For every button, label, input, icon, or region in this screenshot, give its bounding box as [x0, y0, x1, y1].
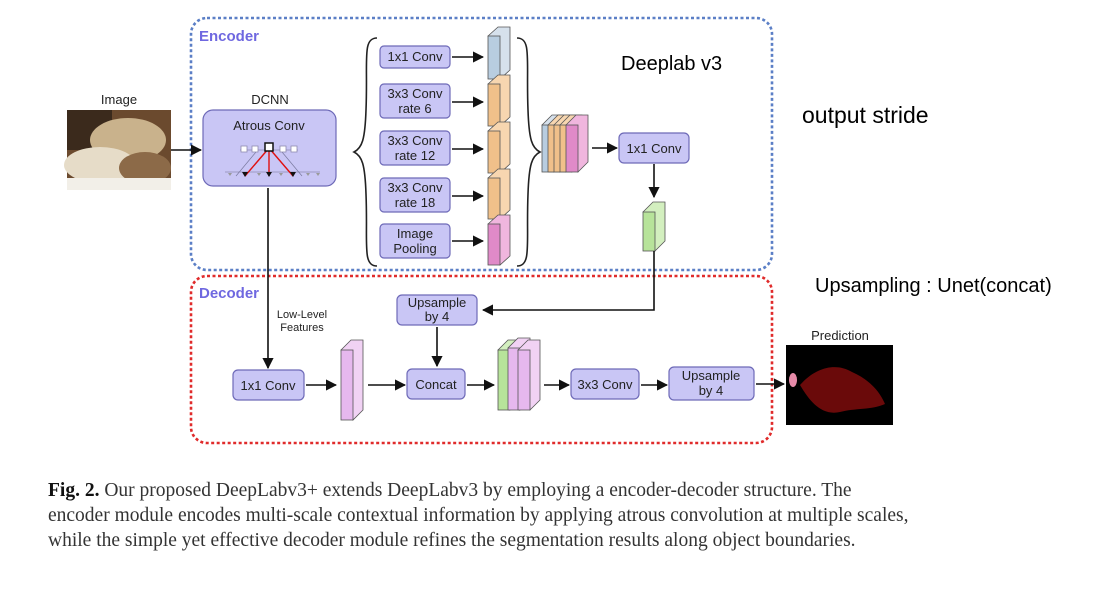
prediction-label: Prediction [811, 328, 869, 343]
prediction-mask-image [786, 345, 893, 425]
branch-box-rate-12 [379, 130, 451, 166]
input-image-label: Image [101, 92, 137, 107]
concat-box [406, 368, 466, 400]
concat-feature-stack [541, 114, 589, 173]
encoder-section-label: Encoder [199, 28, 259, 45]
conv3x3-box [570, 368, 640, 400]
branch-label-4a: 3x3 Conv [388, 180, 443, 195]
branch-label-5a: Image [397, 226, 433, 241]
low-level-feature-map [340, 339, 364, 421]
input-cat-image [64, 110, 171, 190]
low-level-label-1: Low-Level [277, 309, 327, 321]
branch-label-1: 1x1 Conv [388, 49, 443, 64]
low-level-label-2: Features [280, 322, 324, 334]
upsample-top-label-2: by 4 [425, 309, 450, 324]
deeplab-v3-note: Deeplab v3 [621, 53, 722, 75]
upsampling-note: Upsampling : Unet(concat) [815, 275, 1052, 297]
branch-box-rate-18 [379, 177, 451, 213]
figure-caption: Fig. 2. Our proposed DeepLabv3+ extends … [48, 478, 918, 553]
branch-label-3b: rate 12 [395, 148, 435, 163]
concat-label: Concat [415, 377, 457, 392]
branch-label-5b: Pooling [393, 241, 436, 256]
decoder-1x1-conv-label: 1x1 Conv [241, 378, 296, 393]
left-brace [352, 37, 378, 267]
conv3x3-label: 3x3 Conv [578, 377, 633, 392]
decoder-frame [189, 274, 774, 445]
upsample-out-box [668, 366, 755, 401]
encoder-output-feature [642, 201, 666, 252]
branch-label-2b: rate 6 [398, 101, 431, 116]
dcnn-label: DCNN [251, 92, 289, 107]
upsample-top-label-1: Upsample [408, 295, 467, 310]
branch-feature-maps [487, 26, 511, 266]
branch-label-3a: 3x3 Conv [388, 133, 443, 148]
branch-label-2a: 3x3 Conv [388, 86, 443, 101]
branch-box-image-pooling [379, 223, 451, 259]
caption-text: Our proposed DeepLabv3+ extends DeepLabv… [48, 480, 909, 551]
branch-box-1x1-conv [379, 45, 451, 69]
right-brace [516, 37, 542, 267]
atrous-conv-illustration [225, 142, 320, 177]
atrous-conv-label: Atrous Conv [233, 118, 305, 133]
decoder-concat-features [497, 337, 541, 411]
decoder-1x1-conv-box [232, 369, 305, 401]
merge-1x1-conv-box [618, 132, 690, 164]
upsample-out-label-1: Upsample [682, 368, 741, 383]
encoder-frame [189, 16, 774, 272]
upsample-out-label-2: by 4 [699, 383, 724, 398]
branch-box-rate-6 [379, 83, 451, 119]
decoder-section-label: Decoder [199, 285, 259, 302]
output-stride-note: output stride [802, 102, 929, 128]
upsample-top-box [396, 294, 478, 326]
branch-label-4b: rate 18 [395, 195, 435, 210]
caption-label: Fig. 2. [48, 480, 100, 501]
encoder-to-upsample-arrow [481, 251, 655, 316]
merge-1x1-conv-label: 1x1 Conv [627, 141, 682, 156]
